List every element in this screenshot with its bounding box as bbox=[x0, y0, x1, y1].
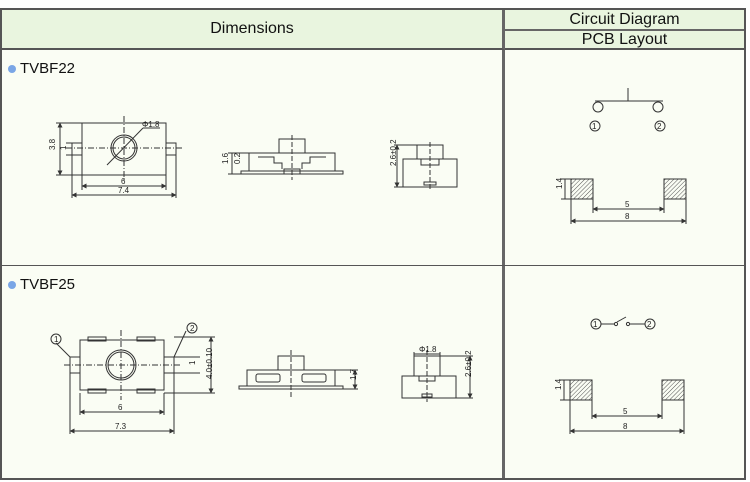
bullet-icon bbox=[8, 280, 16, 289]
circuit-pin-2: 2 bbox=[647, 320, 652, 329]
dim-end-height: 2.6±0.2 bbox=[464, 350, 473, 377]
dim-pin-width: 1 bbox=[59, 145, 68, 150]
dim-height: 4.0±0.10 bbox=[205, 347, 214, 379]
tvbf22-side-view bbox=[228, 135, 344, 180]
model-label-tvbf25: TVBF25 bbox=[8, 276, 75, 293]
header-dimensions: Dimensions bbox=[2, 10, 505, 50]
tvbf22-pcb-layout bbox=[561, 178, 687, 224]
dim-height: 3.8 bbox=[48, 138, 57, 150]
dim-end-diameter: Φ1.8 bbox=[419, 345, 437, 354]
header-pcb-layout: PCB Layout bbox=[505, 31, 744, 50]
dim-body-length: 6 bbox=[121, 177, 126, 186]
header-circuit-diagram: Circuit Diagram bbox=[505, 10, 744, 31]
model-name: TVBF25 bbox=[20, 276, 76, 293]
circuit-pin-1: 1 bbox=[592, 122, 597, 131]
dim-body-length: 6 bbox=[118, 403, 123, 412]
dim-end-height: 2.6±0.2 bbox=[389, 139, 398, 166]
pcb-pad-height: 1.4 bbox=[555, 177, 564, 189]
model-name: TVBF22 bbox=[20, 60, 76, 77]
pcb-total: 8 bbox=[623, 422, 628, 431]
pcb-gap: 5 bbox=[625, 200, 630, 209]
pcb-gap: 5 bbox=[623, 407, 628, 416]
bullet-icon bbox=[8, 64, 16, 73]
tvbf25-end-view bbox=[401, 350, 473, 402]
tvbf22-circuit-diagram bbox=[589, 88, 666, 132]
circuit-pin-1: 1 bbox=[593, 320, 598, 329]
tvbf25-pcb-layout bbox=[560, 379, 685, 434]
model-label-tvbf22: TVBF22 bbox=[8, 60, 75, 77]
dim-side-base: 0.2 bbox=[233, 152, 242, 164]
circuit-pin-2: 2 bbox=[657, 122, 662, 131]
tvbf25-top-view bbox=[50, 322, 215, 434]
tvbf25-side-view bbox=[238, 350, 358, 398]
column-divider bbox=[502, 50, 505, 478]
pin-label-1: 1 bbox=[54, 335, 59, 344]
dim-side-height: 1.7 bbox=[349, 368, 358, 380]
pin-label-2: 2 bbox=[190, 324, 195, 333]
pcb-pad-height: 1.4 bbox=[554, 378, 563, 390]
dim-diameter: Φ1.8 bbox=[142, 120, 160, 129]
dim-total-length: 7.3 bbox=[115, 422, 127, 431]
dim-side-height: 1.6 bbox=[221, 152, 230, 164]
dim-pin-width: 1 bbox=[188, 360, 197, 365]
dim-total-length: 7.4 bbox=[118, 186, 130, 195]
tvbf25-circuit-diagram bbox=[590, 316, 656, 330]
tvbf22-top-view bbox=[56, 116, 182, 198]
pcb-total: 8 bbox=[625, 212, 630, 221]
row-divider bbox=[2, 265, 744, 266]
dimensions-table: Dimensions Circuit Diagram PCB Layout TV… bbox=[0, 8, 746, 480]
tvbf22-end-view bbox=[394, 142, 458, 190]
